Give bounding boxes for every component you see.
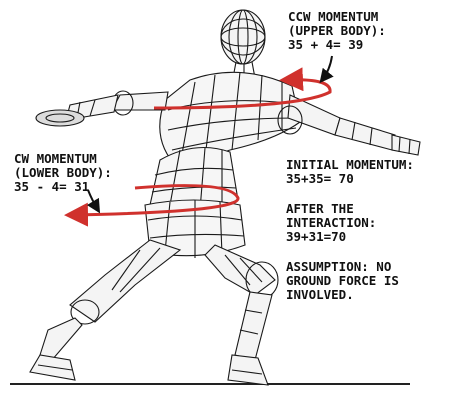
initial-momentum-line2: 35+35= 70 bbox=[286, 171, 354, 186]
ccw-label-line1: CCW MOMENTUM bbox=[288, 9, 379, 24]
right-arm-wireframe bbox=[277, 94, 421, 156]
ccw-label-line3: 35 + 4= 39 bbox=[288, 37, 364, 52]
lower-body-rotation-arrow bbox=[64, 184, 240, 227]
initial-momentum-line1: INITIAL MOMENTUM: bbox=[286, 157, 414, 172]
cw-label-pointer-arrow bbox=[86, 189, 101, 214]
head-wireframe bbox=[220, 9, 266, 79]
left-arm-wireframe bbox=[35, 90, 169, 127]
ccw-momentum-label: CCW MOMENTUM (UPPER BODY): 35 + 4= 39 bbox=[288, 10, 386, 52]
ccw-label-line2: (UPPER BODY): bbox=[288, 23, 386, 38]
left-leg-wireframe bbox=[29, 239, 182, 381]
cw-label-line2: (LOWER BODY): bbox=[14, 165, 112, 180]
assumption-line1: ASSUMPTION: NO bbox=[286, 259, 392, 274]
discus-icon bbox=[35, 109, 85, 127]
after-interaction-line1: AFTER THE bbox=[286, 201, 354, 216]
cw-momentum-label: CW MOMENTUM (LOWER BODY): 35 - 4= 31 bbox=[14, 152, 112, 194]
wireframe-discus-thrower-icon bbox=[29, 9, 421, 386]
after-interaction-line3: 39+31=70 bbox=[286, 229, 347, 244]
ccw-label-pointer-arrow bbox=[319, 55, 334, 84]
momentum-notes: INITIAL MOMENTUM: 35+35= 70 AFTER THE IN… bbox=[286, 158, 414, 302]
right-leg-wireframe bbox=[204, 244, 279, 386]
cw-label-line1: CW MOMENTUM bbox=[14, 151, 97, 166]
assumption-line2: GROUND FORCE IS bbox=[286, 273, 399, 288]
assumption-line3: INVOLVED. bbox=[286, 287, 354, 302]
torso-wireframe bbox=[144, 71, 301, 258]
cw-label-line3: 35 - 4= 31 bbox=[14, 179, 90, 194]
after-interaction-line2: INTERACTION: bbox=[286, 215, 377, 230]
upper-body-rotation-arrow bbox=[153, 67, 332, 110]
